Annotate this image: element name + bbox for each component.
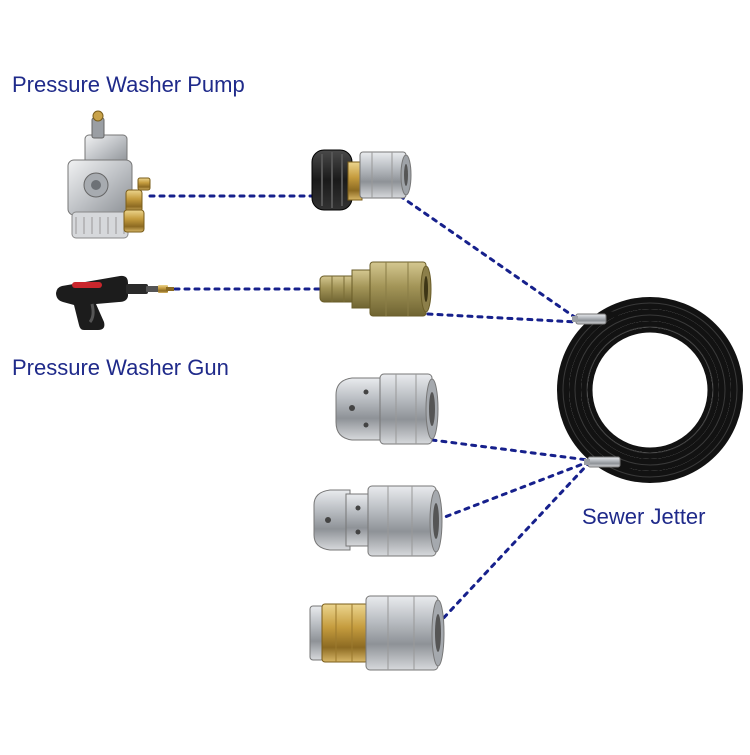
connection-lines xyxy=(148,194,590,627)
sewer-nozzle-rotating-icon xyxy=(313,485,443,557)
m22-quick-coupler-icon xyxy=(311,149,412,211)
line-plug-to-jetter xyxy=(426,312,578,324)
jetter-label: Sewer Jetter xyxy=(582,504,706,529)
pump-label: Pressure Washer Pump xyxy=(12,72,245,97)
pressure-washer-pump-icon xyxy=(67,110,151,239)
line-nozzle1-to-jetter xyxy=(430,438,590,462)
sewer-nozzle-brass-tip-icon xyxy=(309,595,445,671)
spray-gun-icon xyxy=(56,275,174,330)
gun-label: Pressure Washer Gun xyxy=(12,355,229,380)
sewer-nozzle-round-icon xyxy=(335,373,439,445)
coiled-jetter-hose-icon xyxy=(557,297,743,483)
line-nozzle2-to-jetter xyxy=(435,460,590,522)
line-nozzle3-to-jetter xyxy=(435,462,590,627)
brass-quick-plug-icon xyxy=(319,261,432,317)
